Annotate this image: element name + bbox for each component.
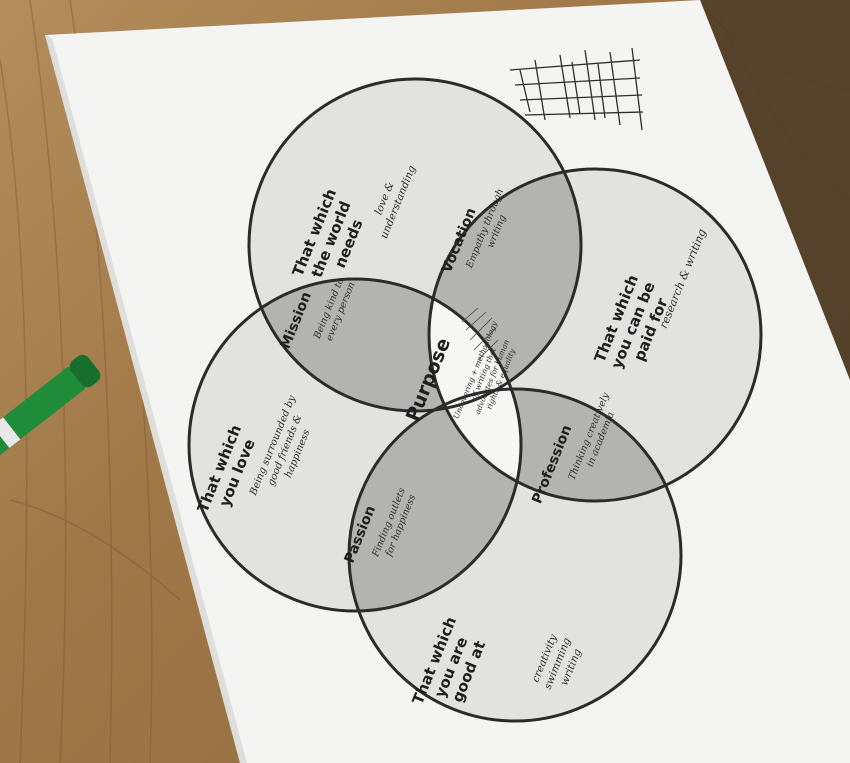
brick-doodle bbox=[509, 47, 644, 131]
label-good-at: That which you are good at bbox=[409, 609, 496, 720]
green-marker bbox=[0, 354, 101, 477]
venn-circle-outlines bbox=[187, 77, 763, 723]
svg-text:That which you are: That which you are good at bbox=[409, 609, 496, 720]
purpose-hatching bbox=[461, 307, 499, 361]
paper-shadow bbox=[45, 35, 247, 763]
dark-table-corner bbox=[700, 0, 850, 420]
